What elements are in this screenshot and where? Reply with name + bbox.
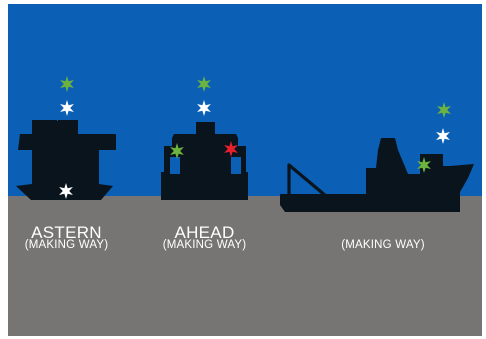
vessel-ahead-sublabel: (MAKING WAY) [148,240,261,252]
sea-background [8,196,482,336]
vessel-ahead-window-right [231,157,241,174]
vessel-astern-mast [58,121,77,135]
vessel-ahead-window-left [170,157,180,174]
vessel-side-sublabel: (MAKING WAY) [318,240,448,252]
vessel-astern-sublabel: (MAKING WAY) [10,240,123,252]
